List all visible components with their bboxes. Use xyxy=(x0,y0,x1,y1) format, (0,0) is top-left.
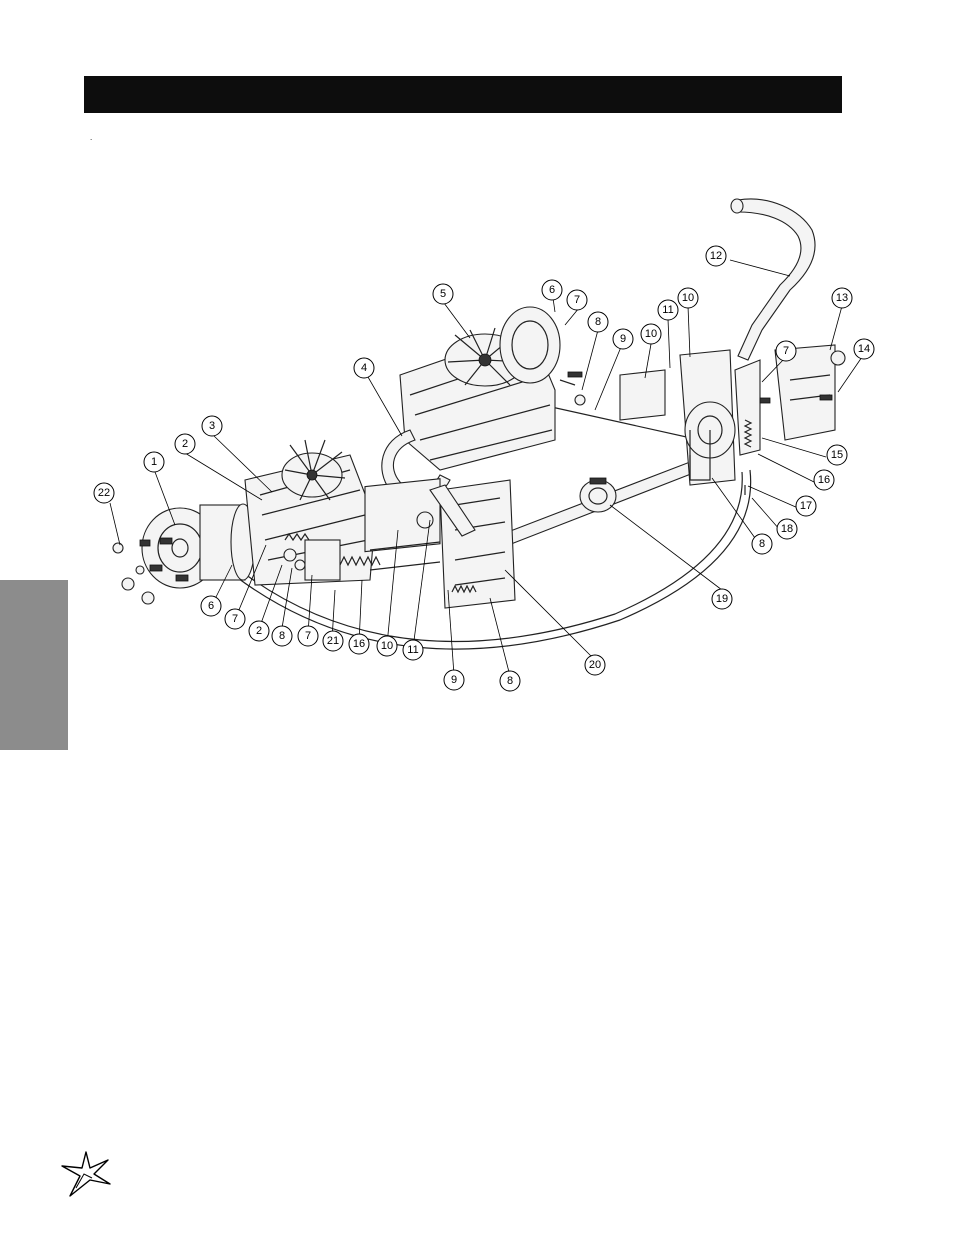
callout-21: 8 xyxy=(751,533,773,555)
callout-12: 10 xyxy=(677,287,699,309)
callout-24: 22 xyxy=(93,482,115,504)
callout-label: 11 xyxy=(407,644,418,656)
callout-3: 3 xyxy=(201,415,223,437)
callout-label: 8 xyxy=(507,675,513,687)
left-spring xyxy=(339,555,381,567)
callout-label: 14 xyxy=(858,343,870,355)
callout-label: 2 xyxy=(182,438,188,450)
callout-17: 15 xyxy=(826,444,848,466)
leader-lines xyxy=(109,259,863,677)
callout-label: 7 xyxy=(232,613,238,625)
drive-belt xyxy=(214,469,752,650)
callout-33: 11 xyxy=(402,639,424,661)
callout-label: 11 xyxy=(662,304,673,316)
callout-27: 2 xyxy=(248,620,270,642)
callout-35: 8 xyxy=(499,670,521,692)
upper-transmission xyxy=(399,306,586,471)
callout-16: 14 xyxy=(853,338,875,360)
callout-label: 7 xyxy=(574,294,580,306)
callout-23: 20 xyxy=(584,654,606,676)
callout-label: 20 xyxy=(589,659,601,671)
callout-label: 5 xyxy=(440,288,446,300)
callout-label: 8 xyxy=(279,630,285,642)
callout-7: 7 xyxy=(566,289,588,311)
callout-label: 7 xyxy=(305,630,311,642)
callout-26: 7 xyxy=(224,608,246,630)
callout-label: 6 xyxy=(549,284,555,296)
callout-6: 6 xyxy=(541,279,563,301)
note-mark: . xyxy=(90,133,93,142)
callout-13: 12 xyxy=(705,245,727,267)
callout-5: 5 xyxy=(432,283,454,305)
callout-label: 10 xyxy=(645,328,657,340)
callout-label: 18 xyxy=(781,523,793,535)
pillow-block-bearing xyxy=(579,477,617,513)
callout-29: 7 xyxy=(297,625,319,647)
callout-label: 22 xyxy=(98,487,110,499)
right-spring xyxy=(743,419,753,448)
callout-label: 7 xyxy=(783,345,789,357)
title-bar xyxy=(84,76,842,113)
callout-label: 10 xyxy=(682,292,694,304)
callout-1: 1 xyxy=(143,451,165,473)
callout-label: 9 xyxy=(451,674,457,686)
callout-label: 16 xyxy=(818,474,830,486)
callout-31: 16 xyxy=(348,633,370,655)
callout-2: 2 xyxy=(174,433,196,455)
callout-25: 6 xyxy=(200,595,222,617)
callout-32: 10 xyxy=(376,635,398,657)
callout-4: 4 xyxy=(353,357,375,379)
callout-11: 11 xyxy=(657,299,679,321)
upper-brake-drum xyxy=(499,306,561,384)
callout-label: 2 xyxy=(256,625,262,637)
callout-label: 6 xyxy=(208,600,214,612)
right-plate-a xyxy=(619,369,666,421)
starburst-logo-icon xyxy=(61,1151,111,1197)
center-lever xyxy=(429,484,476,537)
left-transmission xyxy=(112,439,381,605)
callout-30: 21 xyxy=(322,630,344,652)
callout-label: 8 xyxy=(595,316,601,328)
callout-label: 19 xyxy=(716,593,728,605)
callout-label: 16 xyxy=(353,638,365,650)
callout-label: 10 xyxy=(381,640,393,652)
callout-14: 7 xyxy=(775,340,797,362)
drive-belt-inner xyxy=(221,471,743,643)
steering-handle xyxy=(737,198,816,361)
callout-label: 21 xyxy=(327,635,339,647)
callout-9: 9 xyxy=(612,328,634,350)
callout-label: 9 xyxy=(620,333,626,345)
lower-spring xyxy=(451,584,477,594)
callout-label: 8 xyxy=(759,538,765,550)
callout-34: 9 xyxy=(443,669,465,691)
callout-label: 13 xyxy=(836,292,848,304)
callout-label: 4 xyxy=(361,362,367,374)
lug-bolts xyxy=(112,537,189,605)
callout-20: 18 xyxy=(776,518,798,540)
right-plate-c xyxy=(774,344,836,441)
center-plate xyxy=(364,478,441,553)
callout-label: 15 xyxy=(831,449,843,461)
center-frame xyxy=(364,478,516,609)
left-cooling-fan xyxy=(281,439,346,501)
callout-19: 17 xyxy=(795,495,817,517)
section-side-tab xyxy=(0,580,68,750)
callout-label: 3 xyxy=(209,420,215,432)
callout-15: 13 xyxy=(831,287,853,309)
callout-10: 10 xyxy=(640,323,662,345)
callout-label: 1 xyxy=(151,456,157,468)
callout-8: 8 xyxy=(587,311,609,333)
callout-22: 19 xyxy=(711,588,733,610)
right-steering-assembly xyxy=(619,344,846,495)
callout-label: 17 xyxy=(800,500,812,512)
callout-label: 12 xyxy=(710,250,722,262)
callout-28: 8 xyxy=(271,625,293,647)
callout-18: 16 xyxy=(813,469,835,491)
